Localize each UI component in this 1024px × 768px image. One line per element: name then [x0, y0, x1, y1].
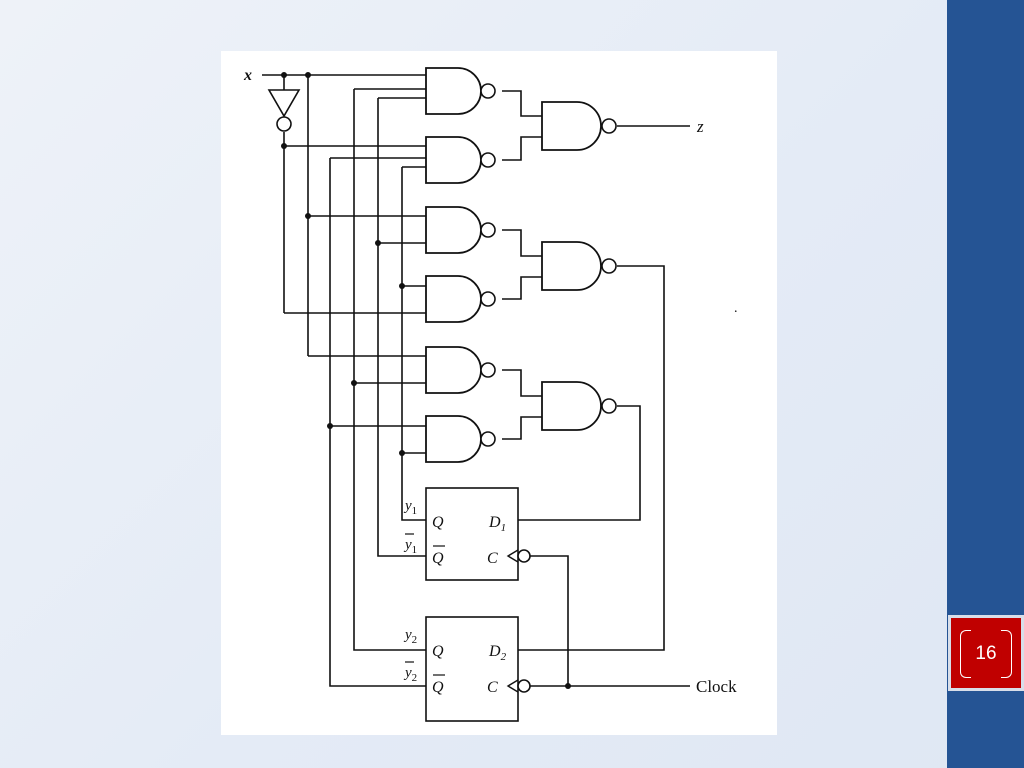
flip-flop-2 — [425, 616, 531, 722]
ff2-d-sub: 2 — [501, 651, 507, 663]
nand-gate-4 — [425, 275, 496, 323]
nand-gate-1 — [425, 67, 496, 115]
inverter-gate — [267, 89, 301, 132]
ff2-ybar-sub: 2 — [412, 672, 418, 684]
ff1-ybar-label: y — [403, 537, 412, 553]
ff1-q-label: Q — [432, 514, 444, 531]
right-bracket-icon — [1001, 630, 1012, 678]
ff1-c-label: C — [487, 550, 498, 567]
junction-dots — [281, 72, 571, 689]
svg-text:y1: y1 — [403, 498, 417, 517]
ff1-y-label: y — [403, 498, 412, 514]
svg-text:y2: y2 — [403, 627, 417, 646]
ff2-qbar-label: Q — [432, 679, 444, 696]
sequential-circuit-diagram: x z Clock . y1 y1 Q Q D1 C y2 y2 Q Q D2 … — [243, 67, 738, 722]
nand-gate-d1 — [541, 381, 617, 431]
wire-y1bar-bus — [377, 98, 426, 557]
nand-gate-2 — [425, 136, 496, 184]
ff1-ybar-sub: 1 — [412, 544, 418, 556]
left-bracket-icon — [960, 630, 971, 678]
circuit-diagram-panel: x z Clock . y1 y1 Q Q D1 C y2 y2 Q Q D2 … — [221, 51, 777, 735]
ff1-y-sub: 1 — [412, 505, 418, 517]
stray-mark: . — [734, 301, 738, 316]
ff1-qbar-label: Q — [432, 550, 444, 567]
nand-gate-6 — [425, 415, 496, 463]
svg-text:y2: y2 — [403, 665, 417, 684]
wire-y1-bus — [401, 167, 426, 521]
ff2-y-sub: 2 — [412, 634, 418, 646]
nand-gate-z — [541, 101, 617, 151]
ff1-d-sub: 1 — [501, 522, 507, 534]
ff2-c-label: C — [487, 679, 498, 696]
wire-d1 — [518, 405, 641, 521]
wire-clock-ff1 — [530, 555, 569, 686]
page-number-badge: 16 — [948, 615, 1024, 691]
nand-gate-d2 — [541, 241, 617, 291]
wire-y2-bus — [353, 89, 426, 651]
ff2-d-label: D — [488, 643, 501, 660]
svg-text:y1: y1 — [403, 537, 417, 556]
ff1-d-label: D — [488, 514, 501, 531]
nand-gate-5 — [425, 346, 496, 394]
input-x-label: x — [243, 67, 252, 84]
wire-y2bar-bus — [329, 158, 426, 687]
clock-label: Clock — [696, 677, 737, 696]
wires — [262, 74, 690, 687]
page-number: 16 — [975, 643, 997, 664]
svg-text:D1: D1 — [488, 514, 506, 534]
ff2-y-label: y — [403, 627, 412, 643]
ff2-q-label: Q — [432, 643, 444, 660]
flip-flop-1 — [425, 487, 531, 581]
wire-d2 — [518, 265, 665, 651]
output-z-label: z — [696, 117, 704, 136]
svg-text:D2: D2 — [488, 643, 507, 663]
nand-gate-3 — [425, 206, 496, 254]
ff2-ybar-label: y — [403, 665, 412, 681]
